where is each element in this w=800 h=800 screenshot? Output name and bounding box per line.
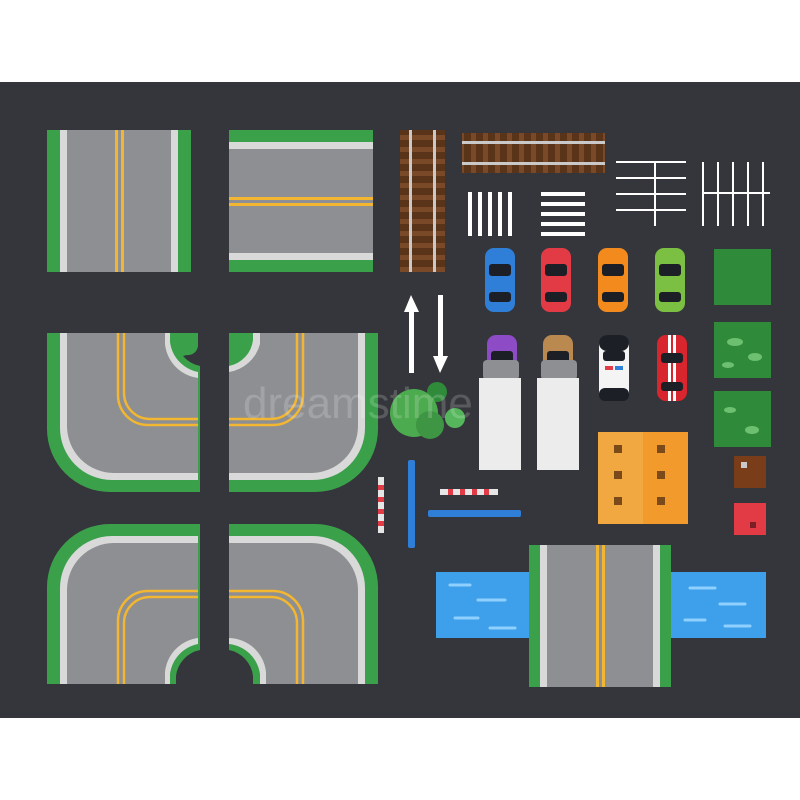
curved-road-tile-bottom-left[interactable]	[47, 524, 200, 684]
parking-lines-horizontal-icon	[616, 161, 686, 226]
small-house-icon-brown[interactable]	[734, 456, 766, 488]
police-car-icon[interactable]	[599, 335, 629, 401]
grass-tile-icon-bushes	[714, 322, 771, 378]
bridge-icon[interactable]	[529, 545, 671, 687]
bench-horizontal-icon[interactable]	[428, 510, 521, 517]
crosswalk-horizontal-icon	[541, 192, 585, 236]
truck-icon-left[interactable]	[479, 360, 521, 470]
bench-vertical-icon[interactable]	[408, 460, 415, 548]
straight-road-horizontal-tile[interactable]	[229, 130, 373, 272]
car-icon-blue[interactable]	[485, 248, 515, 312]
watermark-text: dreamstime	[243, 379, 473, 428]
curved-road-tile-top-right[interactable]	[229, 333, 378, 492]
railway-track-vertical-icon[interactable]	[400, 130, 445, 272]
barrier-horizontal-icon[interactable]	[440, 489, 498, 495]
barrier-vertical-icon[interactable]	[378, 477, 384, 533]
curved-road-tile-top-left[interactable]	[47, 333, 200, 492]
small-house-icon-red[interactable]	[734, 503, 766, 535]
sports-car-icon[interactable]	[657, 335, 687, 401]
truck-icon-right[interactable]	[537, 360, 579, 470]
car-icon-orange[interactable]	[598, 248, 628, 312]
grass-tile-icon-patches	[714, 391, 771, 447]
building-icon[interactable]	[598, 432, 688, 524]
curved-road-tile-bottom-right[interactable]	[229, 524, 378, 684]
railway-track-horizontal-icon[interactable]	[462, 133, 605, 173]
arrow-down-icon	[433, 295, 448, 373]
tree-icon	[390, 382, 465, 439]
straight-road-vertical-tile[interactable]	[47, 130, 191, 272]
grass-tile-icon-plain	[714, 249, 771, 305]
car-icon-green[interactable]	[655, 248, 685, 312]
parking-lines-vertical-icon	[702, 162, 770, 226]
crosswalk-vertical-icon	[468, 192, 512, 236]
arrow-up-icon	[404, 295, 419, 373]
car-icon-red[interactable]	[541, 248, 571, 312]
